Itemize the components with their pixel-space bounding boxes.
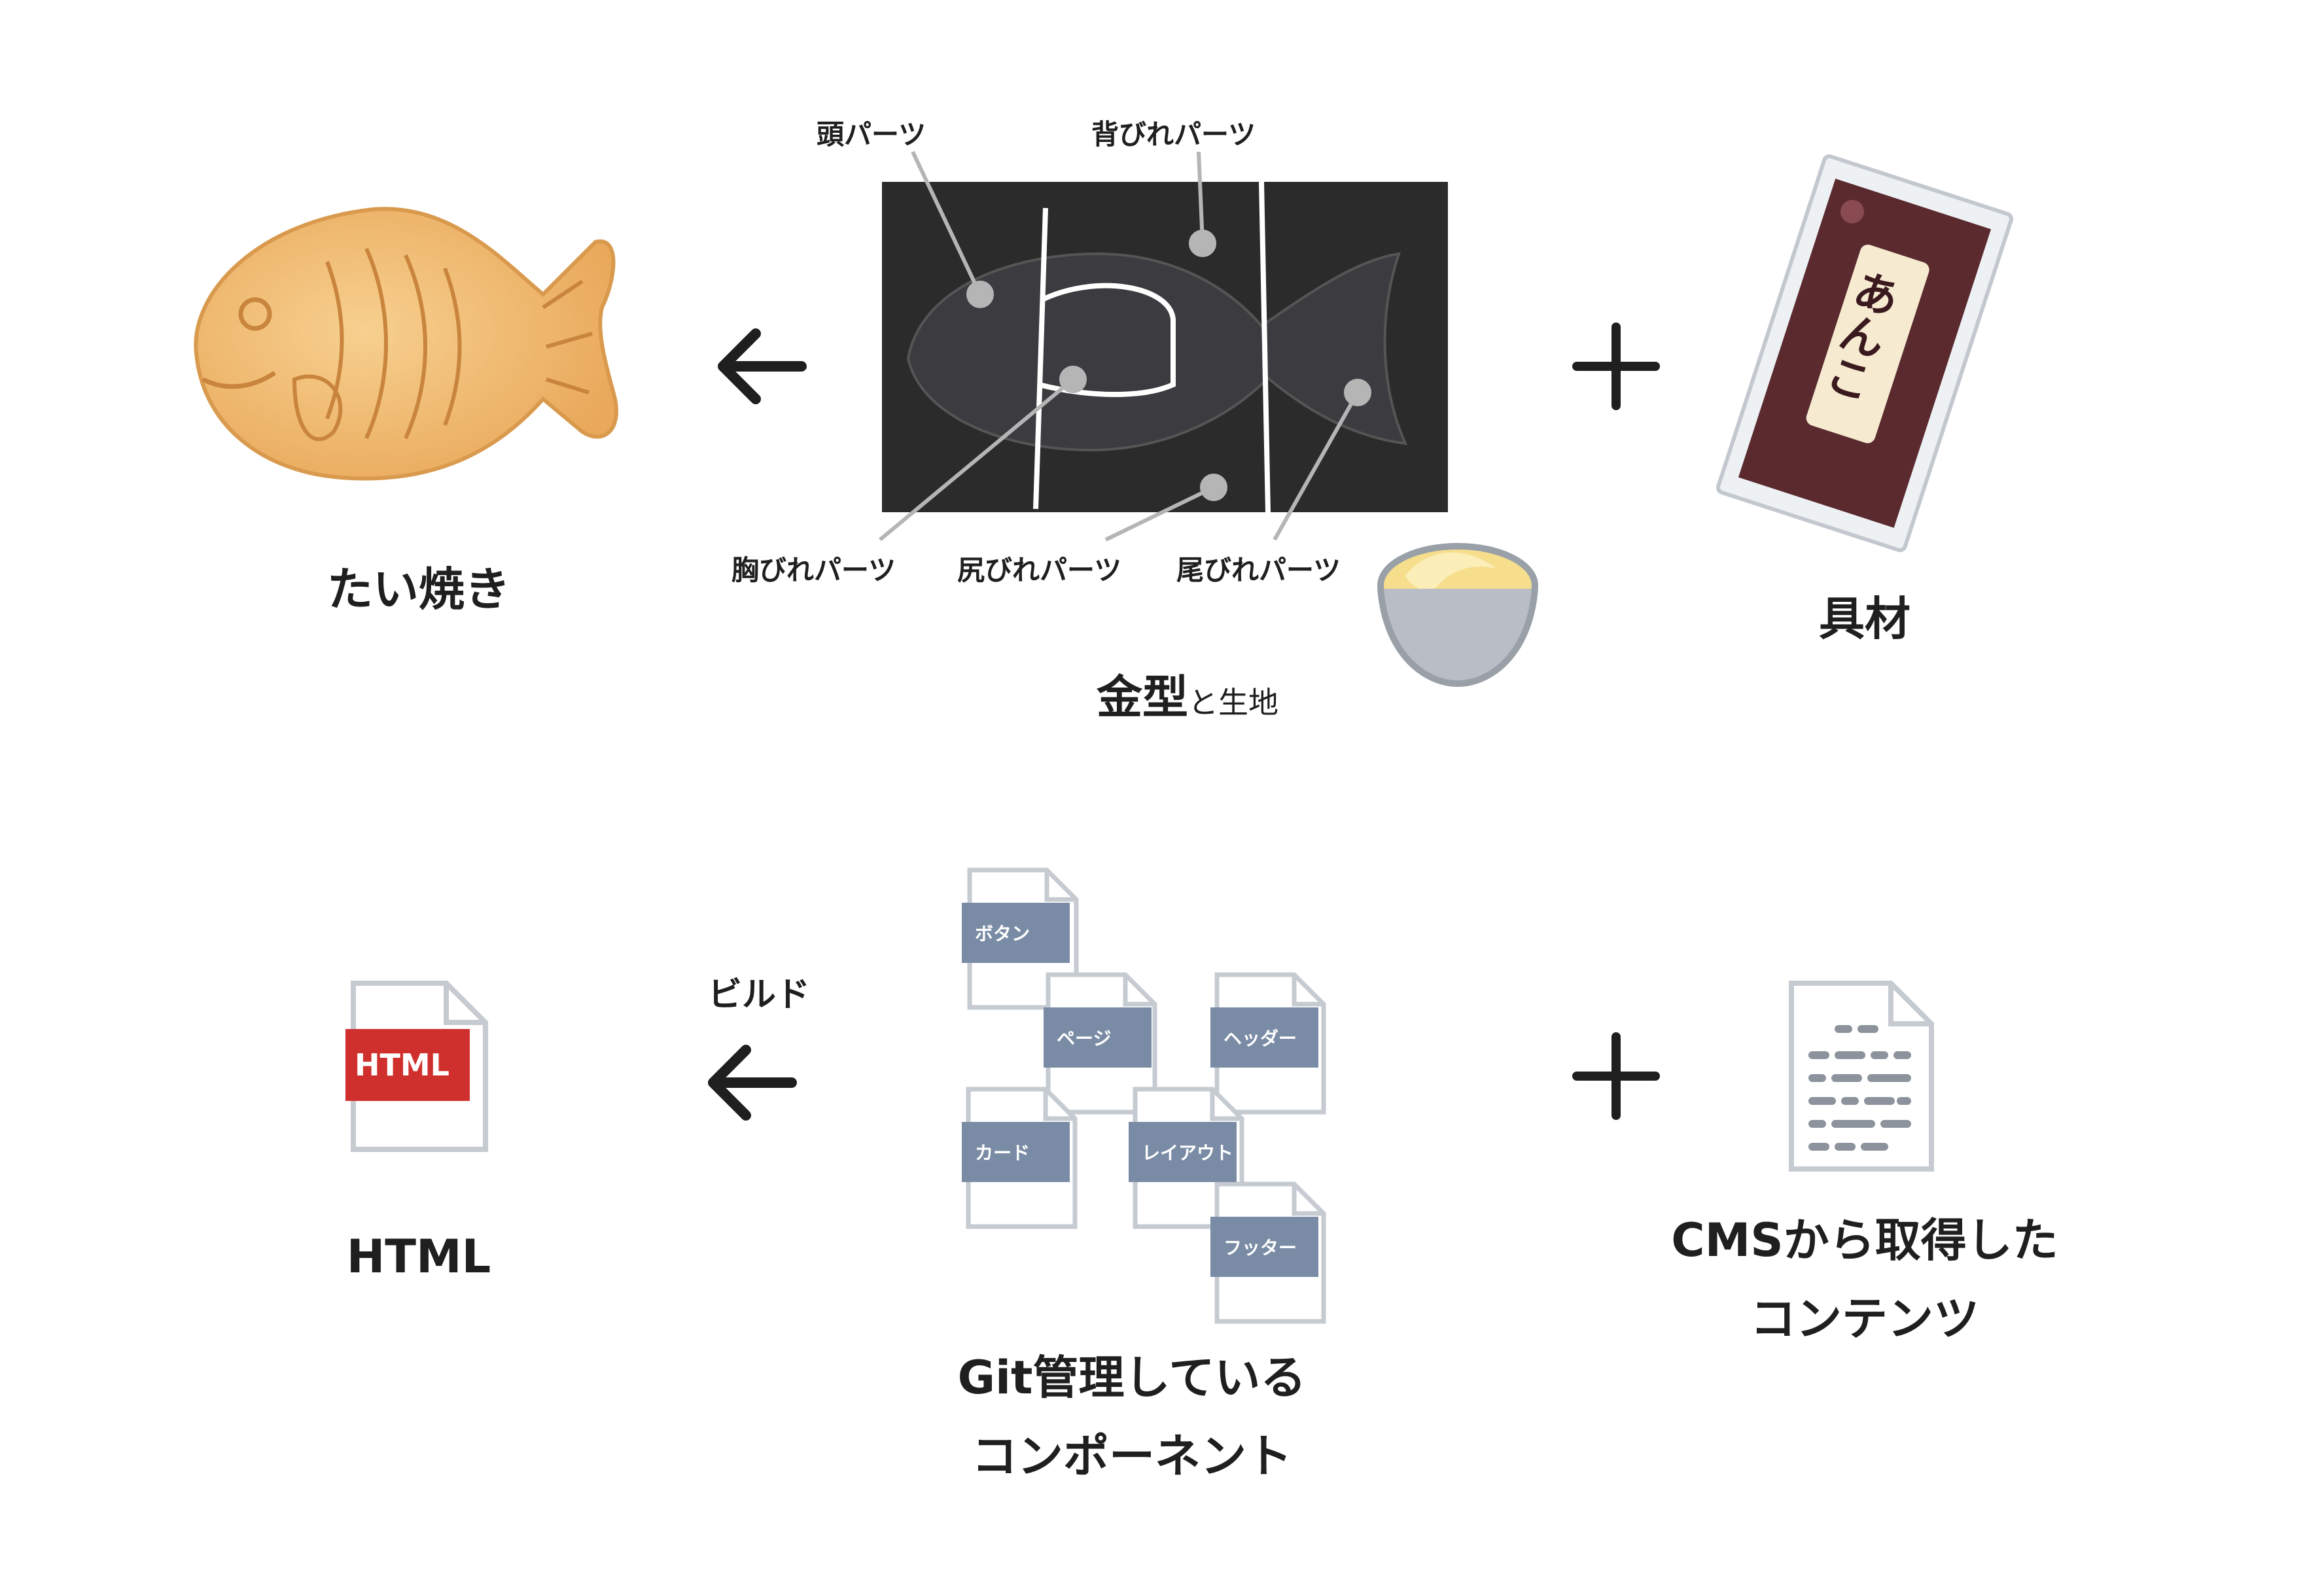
html-badge: HTML [345,1029,470,1101]
cms-label-line2: コンテンツ [1750,1292,1979,1346]
part-label-anal: 尻びれパーツ [957,554,1122,586]
component-footer: フッター [1210,1217,1318,1277]
batter-bowl-illustration [1377,543,1538,688]
part-label-tail: 尾びれパーツ [1176,554,1341,586]
build-label: ビルド [707,975,810,1015]
plus-icon [1572,323,1660,410]
component-layout: レイアウト [1129,1122,1237,1182]
taiyaki-label: たい焼き [327,563,510,616]
anko-pack-illustration [1716,154,2014,553]
ingredient-label: 具材 [1819,592,1910,646]
document-icon [1789,981,1934,1172]
part-label-dorsal: 背びれパーツ [1091,118,1256,150]
taiyaki-illustration [194,207,618,481]
components-label-line2: コンポーネント [972,1429,1292,1483]
component-page: ページ [1044,1007,1152,1068]
plus-icon [1572,1032,1660,1120]
part-label-head: 頭パーツ [817,118,926,150]
mold-photo [882,181,1448,513]
mold-label: 金型と生地 [1080,661,1295,727]
components-label-line1: Git管理している [957,1351,1307,1404]
html-label: HTML [346,1230,491,1283]
arrow-left-icon [708,1045,797,1121]
cms-label-line1: CMSから取得した [1671,1213,2058,1267]
mold-label-sub: と生地 [1188,685,1278,720]
mold-label-main: 金型 [1097,671,1188,724]
leader-lines [879,150,1371,542]
component-card: カード [962,1122,1070,1182]
part-label-pectoral: 胸びれパーツ [731,554,896,586]
component-header: ヘッダー [1210,1007,1318,1068]
component-button: ボタン [962,903,1070,963]
arrow-left-icon [718,328,807,404]
